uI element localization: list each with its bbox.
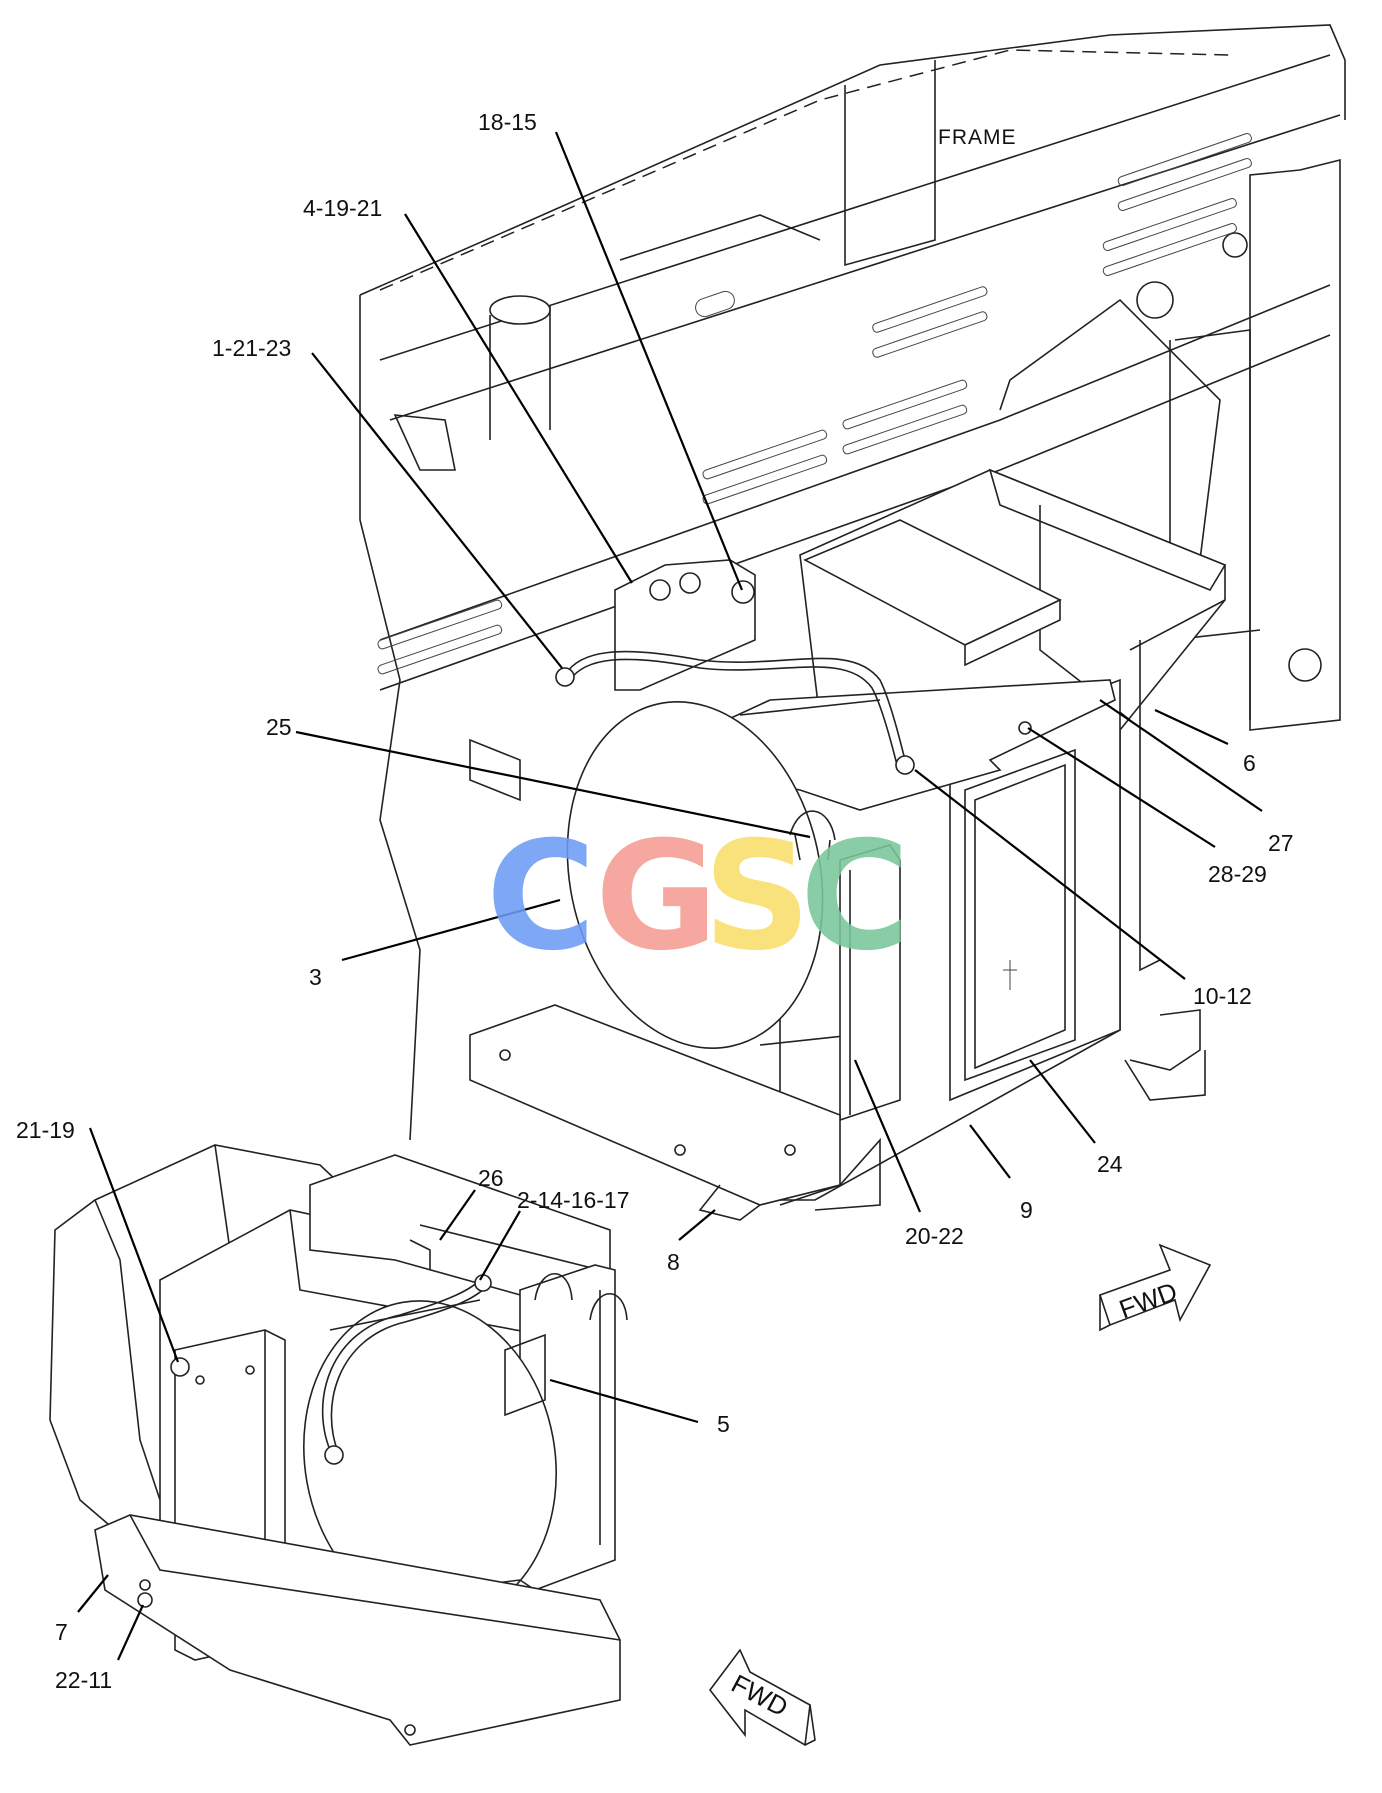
watermark-letter-s: S — [703, 810, 811, 984]
fwd-arrow-upper: FWD — [1098, 1243, 1212, 1332]
watermark-letter-c1: C — [486, 810, 596, 984]
callout-18-15: 18-15 — [478, 109, 537, 135]
fwd-arrow-upper-label: FWD — [1115, 1276, 1181, 1324]
lower-cooler-assembly — [49, 1144, 628, 1746]
frame-slots — [377, 133, 1252, 675]
callout-28-29: 28-29 — [1208, 861, 1267, 887]
callout-2-14-16-17: 2-14-16-17 — [517, 1187, 630, 1213]
callout-8: 8 — [667, 1249, 680, 1275]
cgsc-watermark: C G S C — [486, 810, 910, 984]
frame-label: FRAME — [938, 126, 1017, 149]
callout-5: 5 — [717, 1411, 730, 1437]
fwd-arrow-lower: FWD — [708, 1648, 816, 1747]
callout-22-11: 22-11 — [55, 1667, 112, 1693]
callout-24: 24 — [1097, 1151, 1123, 1177]
callout-labels: 18-15 4-19-21 1-21-23 25 3 6 27 28-29 10… — [16, 109, 1294, 1693]
callout-25: 25 — [266, 714, 292, 740]
callout-27: 27 — [1268, 830, 1294, 856]
callout-7: 7 — [55, 1619, 68, 1645]
callout-20-22: 20-22 — [905, 1223, 964, 1249]
callout-3: 3 — [309, 964, 322, 990]
leader-lines — [77, 131, 1263, 1661]
callout-4-19-21: 4-19-21 — [303, 195, 382, 221]
frame-structure — [359, 24, 1346, 1141]
watermark-letter-c2: C — [800, 810, 910, 984]
watermark-letter-g: G — [595, 810, 718, 984]
upper-cooler-assembly — [469, 468, 1227, 1221]
callout-10-12: 10-12 — [1193, 983, 1252, 1009]
callout-9: 9 — [1020, 1197, 1033, 1223]
callout-1-21-23: 1-21-23 — [212, 335, 291, 361]
callout-21-19: 21-19 — [16, 1117, 75, 1143]
callout-26: 26 — [478, 1165, 504, 1191]
callout-6: 6 — [1243, 750, 1256, 776]
